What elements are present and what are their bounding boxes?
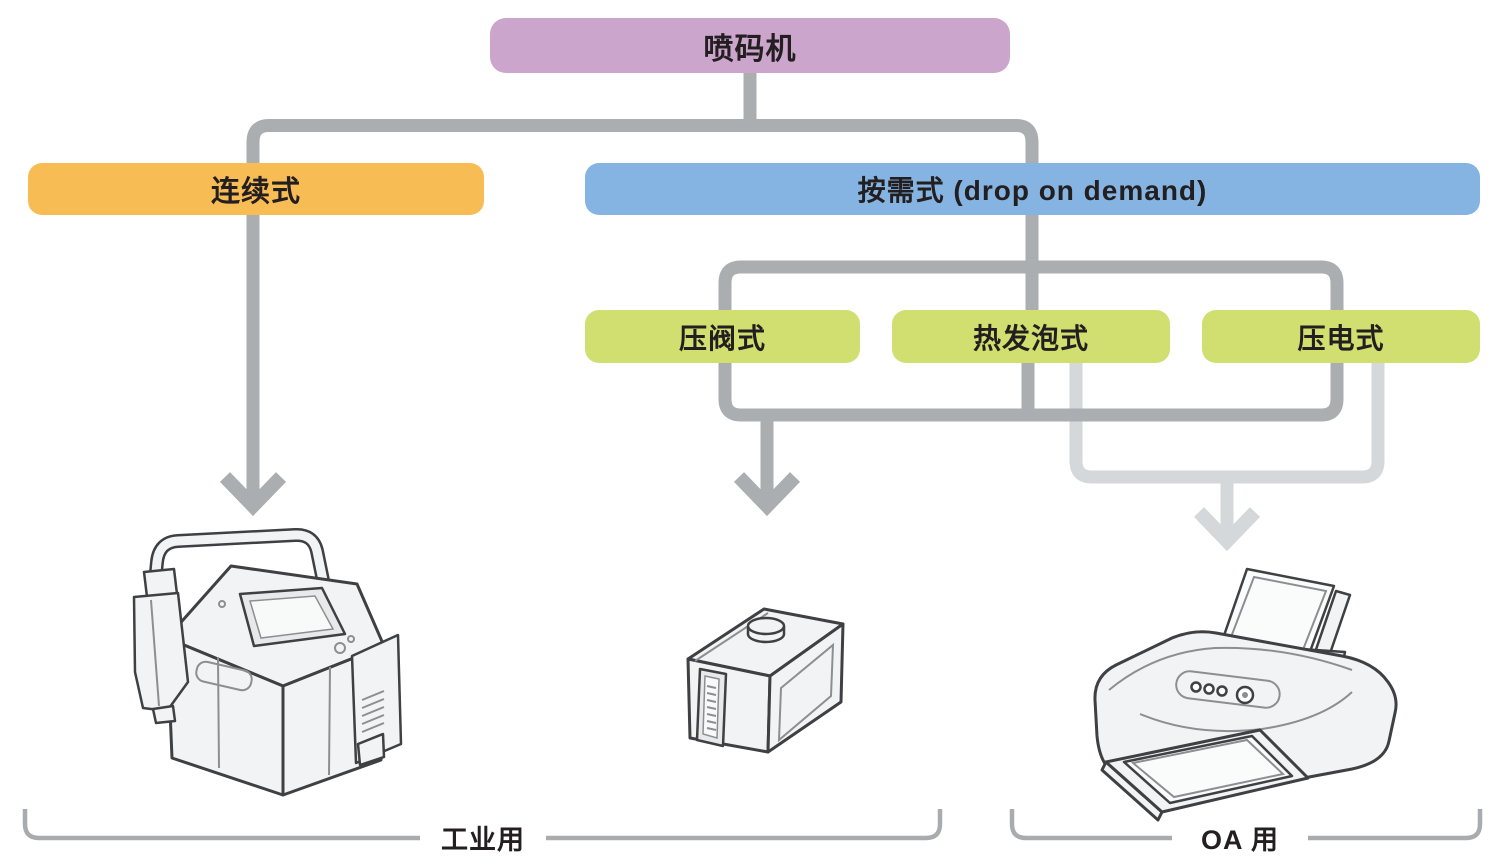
industrial-inkjet-printer-illustration — [132, 527, 403, 797]
node-drop-on-demand: 按需式 (drop on demand) — [585, 163, 1480, 215]
arrow-continuous-head — [219, 472, 287, 517]
connector-main-tree — [219, 73, 1344, 517]
node-inkjet-printer: 喷码机 — [490, 18, 1010, 73]
node-valve-type: 压阀式 — [585, 310, 860, 363]
node-piezoelectric-type: 压电式 — [1202, 310, 1480, 363]
arrow-cartridge-head — [733, 472, 801, 517]
node-continuous: 连续式 — [28, 163, 484, 215]
office-inkjet-printer-illustration — [1093, 567, 1398, 822]
connector-level2 — [718, 260, 1344, 310]
oa-bracket — [1009, 809, 1483, 841]
arrow-oa-head — [1193, 507, 1261, 552]
industrial-use-label: 工业用 — [441, 824, 525, 855]
connector-level1 — [246, 119, 1039, 163]
connector-oa-group — [1069, 363, 1385, 552]
ink-cartridge-illustration — [686, 607, 845, 754]
oa-use-label: OA 用 — [1201, 824, 1279, 855]
industrial-bracket — [22, 809, 943, 841]
node-thermal-bubble-type: 热发泡式 — [892, 310, 1170, 363]
